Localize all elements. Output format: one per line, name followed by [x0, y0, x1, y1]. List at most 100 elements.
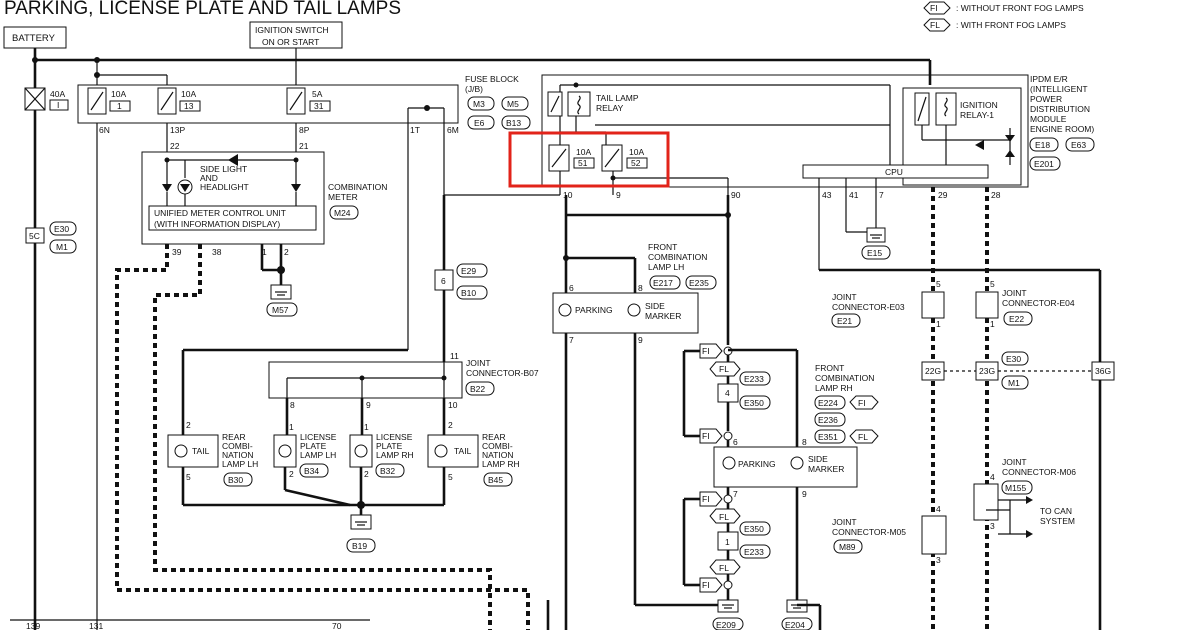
fuse-51-amps: 10A	[576, 147, 591, 157]
fuse-5a-31: 5A 31	[286, 87, 331, 115]
cpu-box	[802, 164, 989, 179]
lic-lh-conn: B34	[304, 466, 319, 476]
front-rh-side-1: SIDE	[808, 454, 828, 464]
ipdm-label-6: ENGINE ROOM)	[1030, 124, 1094, 134]
b07-label-1: JOINT	[466, 358, 491, 368]
connector-23g-label: 23G	[979, 366, 995, 376]
front-rh-side-2: MARKER	[808, 464, 844, 474]
front-rh-pin-6: 6	[733, 437, 738, 447]
bottom-pin-70: 70	[332, 621, 342, 630]
ipdm-label-4: DISTRIBUTION	[1030, 104, 1090, 114]
fuse-block-label-1: FUSE BLOCK	[465, 74, 519, 84]
lower-connector-num: 1	[725, 537, 730, 547]
fuse-block-conn-m5: M5	[507, 99, 519, 109]
lower-fi-tag-2: FI	[702, 580, 710, 590]
rear-rh-label-1: REAR	[482, 432, 506, 442]
meter-pin-39: 39	[172, 247, 182, 257]
pin-1t: 1T	[410, 125, 420, 135]
e04-conn-e22: E22	[1009, 314, 1024, 324]
fuse-block-conn-m3: M3	[473, 99, 485, 109]
indicator-label-2: AND	[200, 173, 218, 183]
license-plate-lamp-lh: 1 2 LICENSE PLATE LAMP LH B34	[273, 422, 337, 479]
e04-label-2: CONNECTOR-E04	[1002, 298, 1075, 308]
m05-conn-m89: M89	[839, 542, 856, 552]
joint-connector-e03	[921, 291, 945, 319]
ipdm-label-5: MODULE	[1030, 114, 1067, 124]
rear-lh-label-1: REAR	[222, 432, 246, 442]
connector-5c-m1: M1	[56, 242, 68, 252]
fuse-40a-num: I	[57, 100, 59, 110]
tail-relay-label-2: RELAY	[596, 103, 624, 113]
fuse-40a-amps: 40A	[50, 89, 65, 99]
m06-label-2: CONNECTOR-M06	[1002, 467, 1076, 477]
fuse-1-amps: 10A	[111, 89, 126, 99]
fog-option-lower: FI FL 1 E350 E233 FL FI	[682, 491, 771, 593]
front-rh-conn-e351: E351	[818, 432, 838, 442]
joint-connector-e04	[975, 291, 999, 319]
front-lh-pin-6: 6	[569, 283, 574, 293]
connector-23g	[975, 361, 999, 381]
lic-lh-pin-2: 2	[289, 469, 294, 479]
fuse-31-num: 31	[314, 101, 324, 111]
ipdm-pin-43: 43	[822, 190, 832, 200]
meter-pin-21: 21	[299, 141, 309, 151]
ignition-label-2: ON OR START	[262, 37, 319, 47]
b07-pin-11: 11	[450, 351, 459, 361]
fuse-52-num: 52	[631, 158, 641, 168]
fuse-40a: 40A I	[24, 87, 69, 111]
rear-lh-conn: B30	[228, 475, 243, 485]
meter-unit-label-1: UNIFIED METER CONTROL UNIT	[154, 208, 286, 218]
legend-fl-tag: FL	[930, 20, 940, 30]
e03-label-1: JOINT	[832, 292, 857, 302]
ignition-label-1: IGNITION SWITCH	[255, 25, 329, 35]
battery-label: BATTERY	[12, 33, 56, 44]
ipdm-conn-e201: E201	[1034, 159, 1054, 169]
front-lh-label-3: LAMP LH	[648, 262, 684, 272]
ipdm-label-1: IPDM E/R	[1030, 74, 1068, 84]
ignition-relay-area	[902, 87, 1022, 186]
meter-label-1: COMBINATION	[328, 182, 387, 192]
lic-rh-label-1: LICENSE	[376, 432, 413, 442]
lic-lh-label-1: LICENSE	[300, 432, 337, 442]
ground-e15-label: E15	[867, 248, 882, 258]
pin-13p: 13P	[170, 125, 185, 135]
rear-rh-pin-2: 2	[448, 420, 453, 430]
front-lh-conn-e235: E235	[689, 278, 709, 288]
rear-rh-label-4: LAMP RH	[482, 459, 520, 469]
upper-fi-tag-2: FI	[702, 431, 710, 441]
upper-fi-tag: FI	[702, 346, 710, 356]
tail-lamp-relay	[567, 91, 591, 117]
e03-label-2: CONNECTOR-E03	[832, 302, 905, 312]
ground-e209: E209	[712, 599, 744, 630]
lic-rh-pin-1: 1	[364, 422, 369, 432]
e03-conn-e21: E21	[837, 316, 852, 326]
rear-lh-label-4: LAMP LH	[222, 459, 258, 469]
joint-connector-b07	[268, 361, 463, 399]
highlight-box	[508, 131, 670, 188]
front-rh-pin-9: 9	[802, 489, 807, 499]
connector-36g	[1091, 361, 1115, 381]
fuse-31-amps: 5A	[312, 89, 323, 99]
ipdm-pin-7: 7	[879, 190, 884, 200]
legend: FI : WITHOUT FRONT FOG LAMPS FL : WITH F…	[923, 1, 1084, 32]
meter-conn-m24: M24	[334, 208, 351, 218]
upper-connector-num: 4	[725, 388, 730, 398]
ground-e209-label: E209	[716, 620, 736, 630]
e04-pin-1: 1	[990, 319, 995, 329]
connector-22g-label: 22G	[925, 366, 941, 376]
connector-5c: 5C E30 M1	[25, 221, 77, 254]
e03-pin-1: 1	[936, 319, 941, 329]
ipdm-pin-41: 41	[849, 190, 859, 200]
lic-lh-label-2: PLATE	[300, 441, 327, 451]
side-marker-bulb-icon	[627, 303, 641, 317]
connector-36g-label: 36G	[1095, 366, 1111, 376]
upper-fl-tag: FL	[719, 364, 729, 374]
lic-lh-pin-1: 1	[289, 422, 294, 432]
e04-label-1: JOINT	[1002, 288, 1027, 298]
combination-meter	[141, 151, 325, 245]
rear-lh-label-3: NATION	[222, 450, 253, 460]
indicator-label-3: HEADLIGHT	[200, 182, 249, 192]
fuse-block-conn-b13: B13	[506, 118, 521, 128]
can-conn-m1: M1	[1008, 378, 1020, 388]
rear-combination-lamp-lh: 2 TAIL 5 REAR COMBI- NATION LAMP LH B30	[167, 420, 258, 487]
